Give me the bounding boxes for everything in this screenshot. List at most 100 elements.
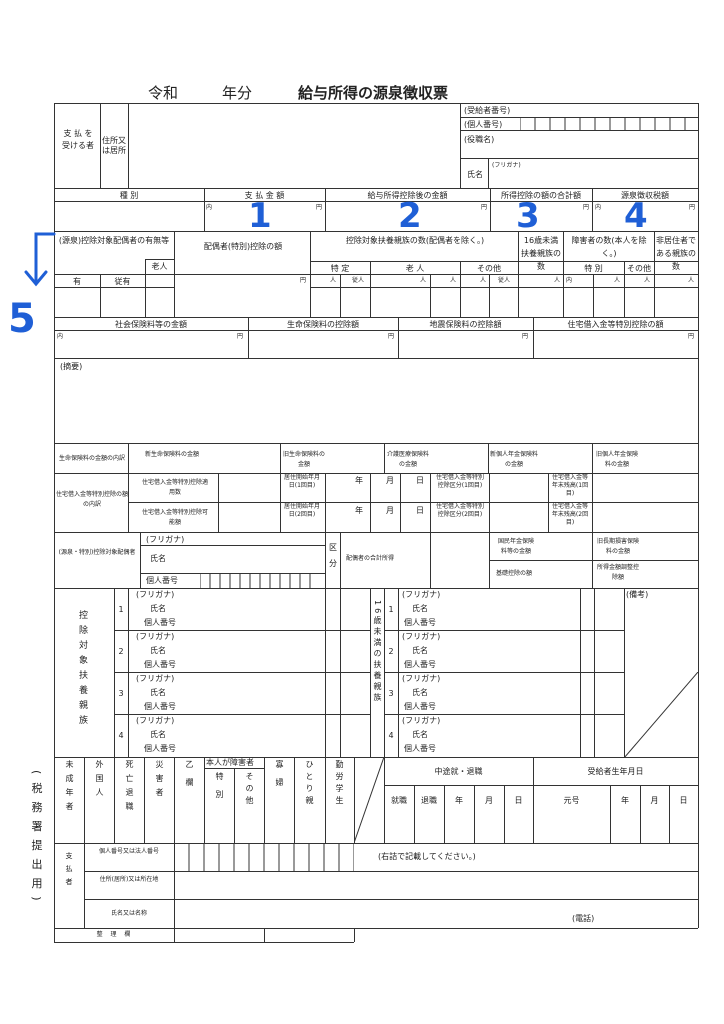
- retire-label: 退職: [421, 796, 437, 805]
- yen-mark: 円: [583, 204, 590, 211]
- housing-cat1-label: 住宅借入金等特別控除区分(1回目): [435, 474, 484, 489]
- day-label: 日: [679, 796, 688, 805]
- old-pension-label: 旧個人年金保険料の金額: [595, 451, 638, 468]
- dep-furigana: (フリガナ): [136, 632, 175, 641]
- housing-date2-label: 居住開始年月日(2回目): [283, 503, 320, 518]
- new-life-label: 新生命保険料の金額: [144, 451, 199, 458]
- month-mark: 月: [386, 476, 394, 485]
- person-mark: 人: [688, 277, 695, 284]
- dependents-elderly: 老 人: [405, 264, 425, 273]
- housing-bal1-label: 住宅借入金等年末残高(1回目): [551, 474, 589, 497]
- yen-mark: 円: [316, 204, 323, 211]
- birth-label: 受給者生年月日: [587, 767, 644, 776]
- remarks-slash: [624, 672, 698, 758]
- annotation-2: 2: [398, 196, 422, 236]
- dep-number: 個人番号: [144, 702, 176, 711]
- era-label: 元号: [563, 796, 580, 805]
- month-mark: 月: [386, 506, 394, 515]
- life-detail-label: 生命保険料の金額の内訳: [58, 455, 125, 462]
- spouse-number-label: 個人番号: [146, 576, 178, 585]
- dep-name: 氏名: [150, 688, 166, 697]
- yen-mark: 円: [481, 204, 488, 211]
- housing-bal2-label: 住宅借入金等年末残高(2回目): [551, 503, 589, 526]
- payment-header: 支 払 金 額: [244, 191, 285, 200]
- spouse-furigana: (フリガナ): [146, 535, 185, 544]
- tax-office-copy-label: (税務署提出用): [30, 770, 43, 909]
- payer-label: 支払者: [65, 852, 73, 891]
- u16-name: 氏名: [412, 730, 428, 739]
- dep-num-3: 3: [118, 689, 124, 698]
- right-align-note: (右詰で記載してください。): [378, 852, 476, 861]
- person-mark: 人: [330, 277, 337, 284]
- month-label: 月: [485, 796, 493, 805]
- dep-number: 個人番号: [144, 618, 176, 627]
- adjust-label: 所得金額調整控除額: [596, 564, 639, 581]
- mid-label: 中途就・退職: [434, 767, 483, 776]
- hire-label: 就職: [391, 796, 407, 805]
- foreign-label: 外国人: [95, 760, 104, 802]
- month-label: 月: [650, 796, 659, 805]
- dependents-list-label: 控除対象扶養親族: [77, 610, 87, 730]
- person-mark: 人: [420, 277, 427, 284]
- spouse-jusu: 従有: [114, 277, 131, 286]
- death-label: 死亡退職: [125, 760, 134, 816]
- uchi-mark: 内: [566, 277, 573, 284]
- recipient-number-label: (受給者番号): [464, 106, 511, 115]
- u16-number: 個人番号: [404, 618, 436, 627]
- care-label: 介護医療保険料の金額: [386, 451, 429, 468]
- position-label: (役職名): [464, 135, 495, 144]
- annotation-3: 3: [516, 196, 540, 236]
- u16-number: 個人番号: [404, 702, 436, 711]
- individual-number-boxes: [520, 117, 686, 130]
- old-life-label: 旧生命保険料の金額: [282, 451, 325, 468]
- spouse-elderly: 老人: [151, 262, 168, 271]
- year-label: 年分: [222, 84, 253, 102]
- name-label: 氏名: [467, 170, 483, 179]
- day-label: 日: [514, 796, 523, 805]
- housing-cat2-label: 住宅借入金等特別控除区分(2回目): [435, 503, 484, 518]
- u16-furigana: (フリガナ): [402, 716, 441, 725]
- dep-furigana: (フリガナ): [136, 674, 175, 683]
- remarks-label: (備考): [626, 590, 649, 599]
- social-insurance-header: 社会保険料等の金額: [115, 320, 187, 329]
- u16-num-4: 4: [388, 731, 394, 740]
- housing-loan-header: 住宅借入金等特別控除の額: [567, 320, 664, 329]
- earthquake-insurance-header: 地震保険料の控除額: [429, 320, 502, 329]
- disabled-header: 障害者の数(本人を除く。): [571, 236, 647, 258]
- u16-name: 氏名: [412, 646, 428, 655]
- summary-label: (摘要): [60, 362, 83, 371]
- spouse-detail-label: (源泉・特別)控除対象配偶者: [58, 549, 136, 556]
- person-mark: 人: [480, 277, 487, 284]
- housing-date1-label: 居住開始年月日(1回目): [283, 474, 320, 489]
- u16-num-1: 1: [388, 605, 394, 614]
- individual-number-label: (個人番号): [464, 120, 503, 129]
- spouse-header: (源泉)控除対象配偶者の有無等: [58, 236, 170, 245]
- under16-header: 16歳未満扶養親族の数: [521, 236, 561, 271]
- jusu-mark: 従人: [498, 277, 511, 284]
- dep-name: 氏名: [150, 646, 166, 655]
- person-mark: 人: [450, 277, 457, 284]
- basic-deduction-label: 基礎控除の額: [496, 570, 533, 577]
- address-label: 住所又は居所: [102, 136, 126, 155]
- life-insurance-header: 生命保険料の控除額: [287, 320, 359, 329]
- kind-header: 種 別: [119, 191, 139, 200]
- dependents-header: 控除対象扶養親族の数(配偶者を除く。): [345, 236, 485, 245]
- yen-mark: 円: [689, 204, 696, 211]
- payer-name-label: 氏名又は名称: [110, 910, 147, 917]
- withholding-tax-header: 源泉徴収税額: [621, 191, 669, 200]
- u16-number: 個人番号: [404, 744, 436, 753]
- dependents-other: その他: [477, 264, 501, 273]
- dep-num-4: 4: [118, 731, 124, 740]
- pension-label: 国民年金保険料等の金額: [497, 538, 534, 555]
- student-label: 勤労学生: [335, 760, 344, 808]
- old-long-label: 旧長期損害保険料の金額: [596, 538, 639, 555]
- year-label: 年: [621, 796, 629, 805]
- uchi-mark: 内: [206, 204, 213, 211]
- payer-number-boxes: [188, 843, 354, 871]
- u16-num-2: 2: [388, 647, 394, 656]
- special-label: 特別: [215, 772, 224, 808]
- bottom-slash: [354, 757, 384, 843]
- annotation-4: 4: [624, 196, 648, 236]
- u16-num-3: 3: [388, 689, 394, 698]
- u16-name: 氏名: [412, 604, 428, 613]
